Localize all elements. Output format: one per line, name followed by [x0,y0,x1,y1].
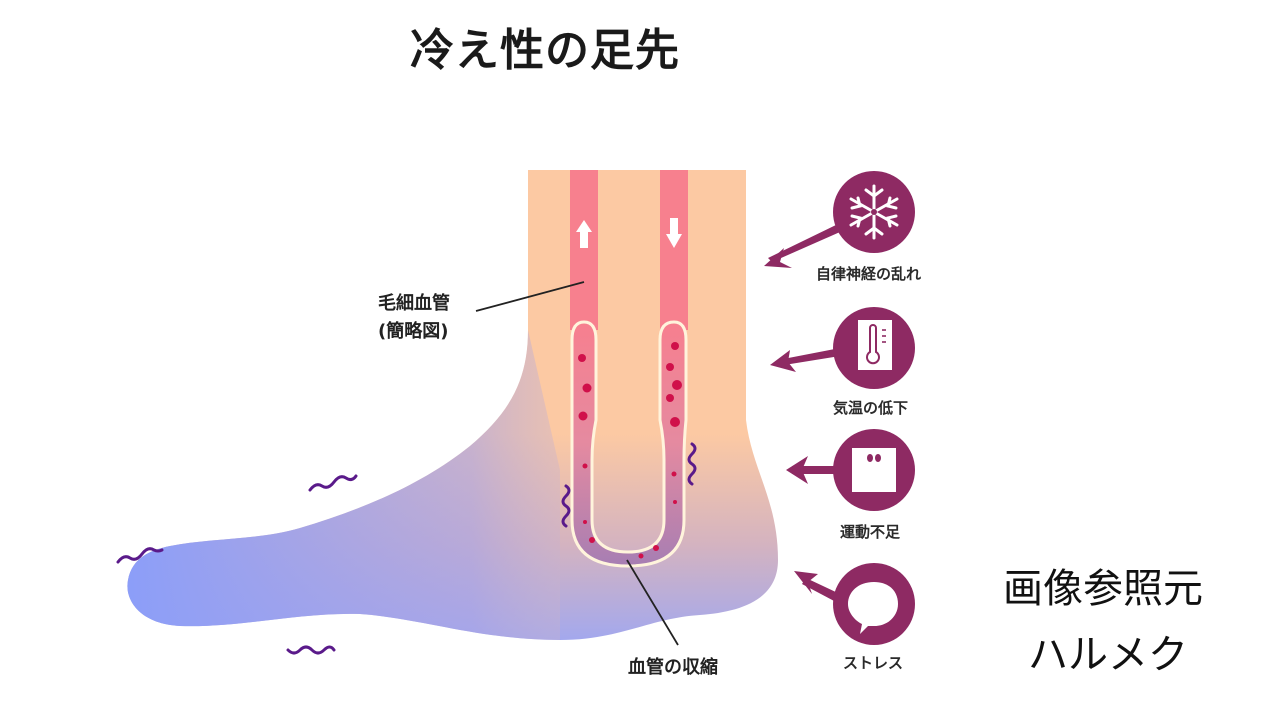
capillary-label: 毛細血管 (簡略図) [378,290,450,346]
speech-bubble-icon [848,582,898,634]
cause-label-autonomic: 自律神経の乱れ [816,265,922,283]
cause-label-stress: ストレス [843,654,904,672]
shiver-marks [116,442,697,655]
cause-speech [794,563,915,645]
credit-line1: 画像参照元 [1003,566,1203,612]
cause-scale [786,429,915,511]
constriction-leader-line [626,559,679,646]
cause-label-temperature: 気温の低下 [833,399,909,417]
credit-line2: ハルメク [1028,632,1188,678]
cause-label-exercise: 運動不足 [840,523,901,541]
foot-shape [127,170,779,640]
diagram-title: 冷え性の足先 [410,25,680,76]
vasoconstriction-label: 血管の収縮 [628,657,718,678]
arrow-up-icon [576,220,592,248]
scale-icon [852,448,896,492]
vein-upper [660,170,688,330]
artery-upper [570,170,598,330]
capillary-leader-line [475,281,585,312]
arrow-down-icon [666,218,682,248]
capillary-label-line1: 毛細血管 [378,293,450,314]
blood-cells [578,342,682,559]
capillary-label-line2: (簡略図) [378,321,449,342]
cause-thermometer [770,307,915,389]
cause-snowflake [764,171,915,268]
